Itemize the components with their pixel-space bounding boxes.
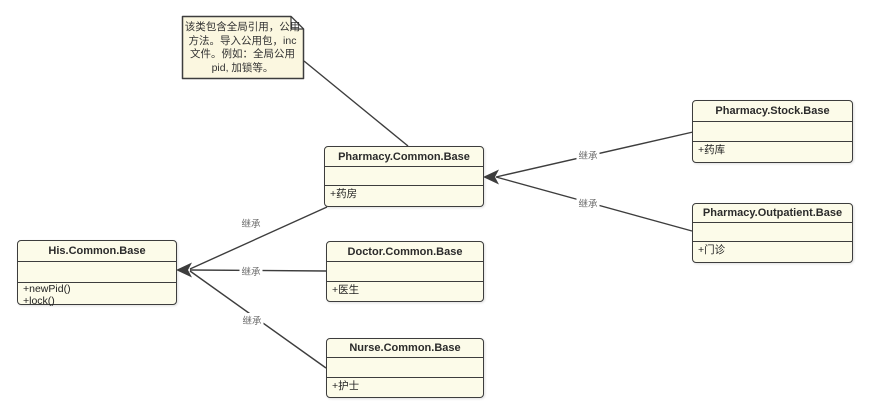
class-methods: +药房 bbox=[325, 186, 483, 206]
edge-label-inherit[interactable]: 继承 bbox=[576, 148, 600, 162]
note-fold-corner bbox=[290, 15, 305, 30]
class-pharmacy-outpatient-base[interactable]: Pharmacy.Outpatient.Base +门诊 bbox=[692, 203, 853, 263]
class-pharmacy-stock-base[interactable]: Pharmacy.Stock.Base +药库 bbox=[692, 100, 853, 163]
class-title: Nurse.Common.Base bbox=[327, 339, 483, 358]
class-methods: +药库 bbox=[693, 142, 852, 162]
edge-label-inherit[interactable]: 继承 bbox=[239, 264, 263, 278]
class-title: His.Common.Base bbox=[18, 241, 176, 262]
class-methods: +医生 bbox=[327, 282, 483, 301]
edge-pharmacy-common-to-his[interactable] bbox=[189, 206, 328, 270]
arrowhead-into-pharmacy-common bbox=[483, 169, 499, 185]
edge-note-to-pharmacy-common[interactable] bbox=[303, 60, 409, 147]
class-doctor-common-base[interactable]: Doctor.Common.Base +医生 bbox=[326, 241, 484, 302]
edge-label-inherit[interactable]: 继承 bbox=[239, 216, 263, 230]
class-pharmacy-common-base[interactable]: Pharmacy.Common.Base +药房 bbox=[324, 146, 484, 207]
class-method: +药房 bbox=[330, 188, 358, 200]
edge-label-inherit[interactable]: 继承 bbox=[576, 196, 600, 210]
class-title: Pharmacy.Stock.Base bbox=[693, 101, 852, 122]
class-method: +药库 bbox=[698, 144, 726, 156]
class-attributes-empty bbox=[693, 223, 852, 242]
class-attributes-empty bbox=[327, 358, 483, 378]
class-nurse-common-base[interactable]: Nurse.Common.Base +护士 bbox=[326, 338, 484, 398]
class-method: +门诊 bbox=[698, 244, 726, 256]
class-attributes-empty bbox=[18, 262, 176, 283]
class-methods: +newPid() +lock() bbox=[18, 283, 176, 307]
arrowhead-into-his-common bbox=[176, 262, 192, 278]
class-title: Pharmacy.Outpatient.Base bbox=[693, 204, 852, 223]
class-title: Pharmacy.Common.Base bbox=[325, 147, 483, 167]
class-methods: +门诊 bbox=[693, 242, 852, 262]
class-his-common-base[interactable]: His.Common.Base +newPid() +lock() bbox=[17, 240, 177, 307]
class-attributes-empty bbox=[693, 122, 852, 142]
class-attributes-empty bbox=[327, 262, 483, 282]
class-method: +newPid() bbox=[23, 283, 71, 295]
note[interactable]: 该类包含全局引用，公用方法。导入公用包，inc文件。例如：全局公用pid, 加锁… bbox=[184, 21, 301, 74]
class-title: Doctor.Common.Base bbox=[327, 242, 483, 262]
class-attributes-empty bbox=[325, 167, 483, 186]
note-shape bbox=[181, 15, 305, 80]
class-method: +护士 bbox=[332, 380, 360, 392]
class-method: +lock() bbox=[23, 294, 55, 307]
class-methods: +护士 bbox=[327, 378, 483, 397]
class-method: +医生 bbox=[332, 284, 360, 296]
edge-label-inherit[interactable]: 继承 bbox=[240, 313, 264, 327]
